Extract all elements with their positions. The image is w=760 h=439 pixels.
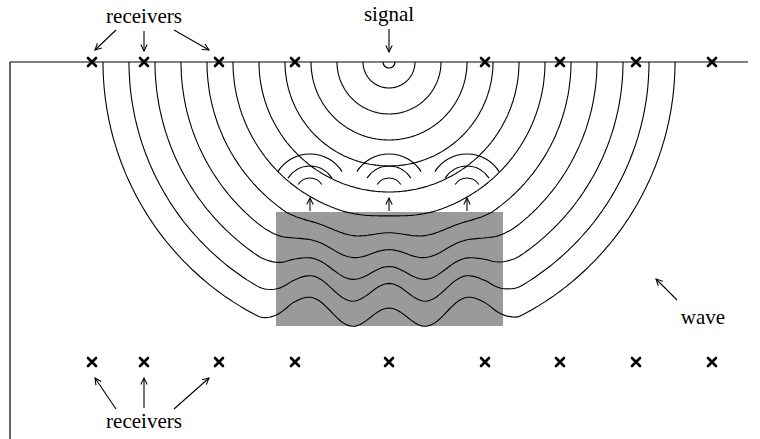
receivers-label: receivers: [106, 410, 182, 433]
wavelet: [445, 166, 489, 178]
wavelet: [377, 178, 401, 184]
receiver-mark: [481, 58, 489, 66]
leader-arrow: [95, 30, 116, 50]
leader-arrow: [95, 378, 116, 409]
receiver-mark: [88, 58, 96, 66]
wavelet: [278, 154, 342, 172]
leader-arrow: [143, 31, 144, 51]
wave-front: [129, 62, 649, 301]
receiver-mark: [215, 358, 223, 366]
wavelet: [435, 154, 499, 172]
leader-arrows: [95, 29, 677, 409]
ground-line: [10, 62, 748, 439]
receiver-mark: [708, 58, 716, 66]
wave-fronts: [103, 62, 675, 326]
leader-arrow: [143, 378, 144, 408]
signal-label: signal: [364, 3, 414, 26]
receivers-label: receivers: [106, 5, 182, 28]
wave-front: [363, 62, 415, 88]
wave-front: [181, 62, 597, 258]
wave-front: [337, 62, 441, 114]
scatter-arrow: [466, 198, 467, 211]
receiver-mark: [632, 358, 640, 366]
wavelet: [288, 166, 332, 178]
wave-label: wave: [681, 306, 725, 329]
receiver-mark: [385, 358, 393, 366]
receiver-mark: [632, 58, 640, 66]
wave-front: [207, 62, 571, 236]
scatter-arrow: [309, 198, 310, 211]
wavelet: [367, 166, 411, 178]
wave-front: [155, 62, 623, 279]
wavelet: [357, 154, 421, 172]
wave-front: [285, 62, 493, 166]
receiver-mark: [481, 358, 489, 366]
grey-block: [276, 212, 503, 326]
receiver-mark: [215, 58, 223, 66]
signal-source: [383, 62, 395, 68]
wavelet: [455, 178, 479, 184]
wave-front: [311, 62, 467, 140]
receiver-mark: [291, 358, 299, 366]
scattered-wavelets: [278, 154, 499, 211]
receiver-marks: [88, 58, 716, 366]
receiver-mark: [708, 358, 716, 366]
wave-front: [233, 62, 545, 216]
receiver-mark: [88, 358, 96, 366]
receiver-mark: [556, 58, 564, 66]
receiver-mark: [140, 358, 148, 366]
receiver-mark: [556, 358, 564, 366]
wave-front: [259, 62, 519, 192]
leader-arrow: [174, 30, 209, 50]
leader-arrow: [174, 378, 209, 409]
wave-front: [103, 62, 675, 326]
leader-arrow: [656, 279, 677, 300]
receiver-mark: [140, 58, 148, 66]
wavelet: [298, 178, 322, 184]
leader-arrow: [388, 29, 389, 52]
scatter-arrow: [388, 198, 389, 211]
receiver-mark: [291, 58, 299, 66]
